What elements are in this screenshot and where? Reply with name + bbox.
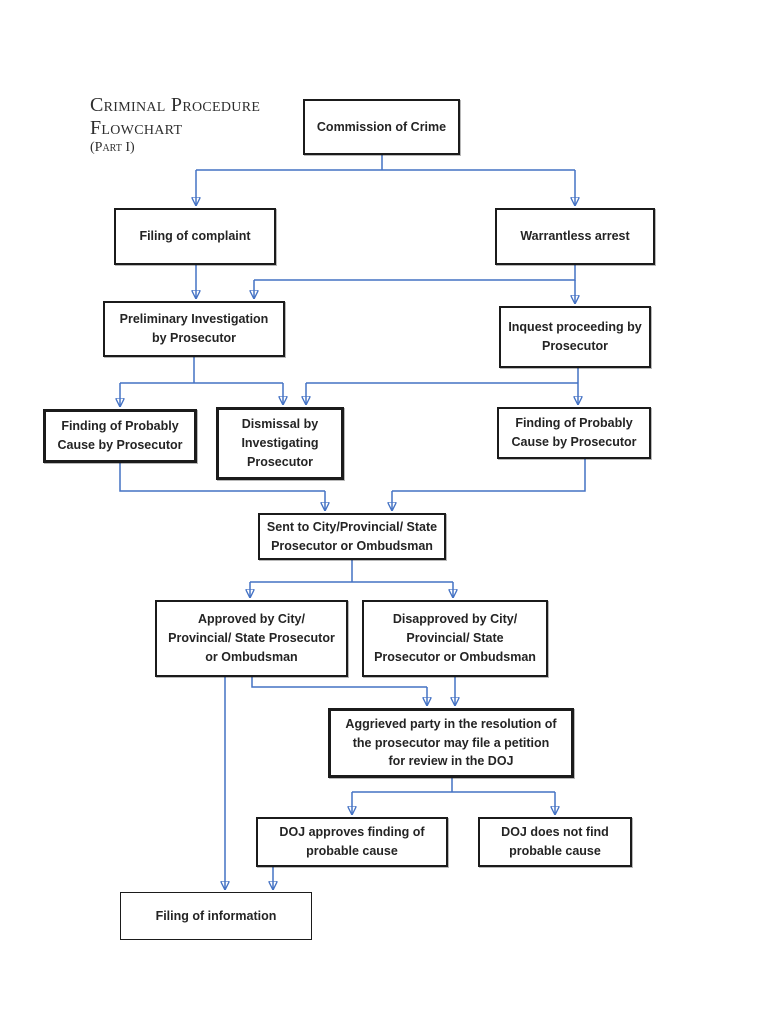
node-commission-of-crime: Commission of Crime: [303, 99, 460, 155]
node-doj-approves-finding: DOJ approves finding of probable cause: [256, 817, 448, 867]
node-inquest-proceeding: Inquest proceeding by Prosecutor: [499, 306, 651, 368]
title-line-1: Criminal Procedure: [90, 94, 261, 116]
connector-arrowheads: [120, 170, 578, 890]
title-line-3: (Part I): [90, 140, 135, 155]
node-disapproved-by-prosecutor: Disapproved by City/ Provincial/ State P…: [362, 600, 548, 677]
node-warrantless-arrest: Warrantless arrest: [495, 208, 655, 265]
title-line-2: Flowchart: [90, 117, 183, 139]
node-sent-to-prosecutor-or-ombudsman: Sent to City/Provincial/ State Prosecuto…: [258, 513, 446, 560]
node-finding-probable-cause-right: Finding of Probably Cause by Prosecutor: [497, 407, 651, 459]
node-aggrieved-party-petition: Aggrieved party in the resolution of the…: [328, 708, 574, 778]
node-dismissal-by-investigating-prosecutor: Dismissal by Investigating Prosecutor: [216, 407, 344, 480]
node-finding-probable-cause-left: Finding of Probably Cause by Prosecutor: [43, 409, 197, 463]
page-title: Criminal Procedure Flowchart (Part I): [90, 94, 260, 156]
connector-lines: [119, 155, 586, 793]
node-approved-by-prosecutor: Approved by City/ Provincial/ State Pros…: [155, 600, 348, 677]
node-filing-of-information: Filing of information: [120, 892, 312, 940]
node-filing-of-complaint: Filing of complaint: [114, 208, 276, 265]
node-doj-does-not-find: DOJ does not find probable cause: [478, 817, 632, 867]
node-preliminary-investigation: Preliminary Investigation by Prosecutor: [103, 301, 285, 357]
